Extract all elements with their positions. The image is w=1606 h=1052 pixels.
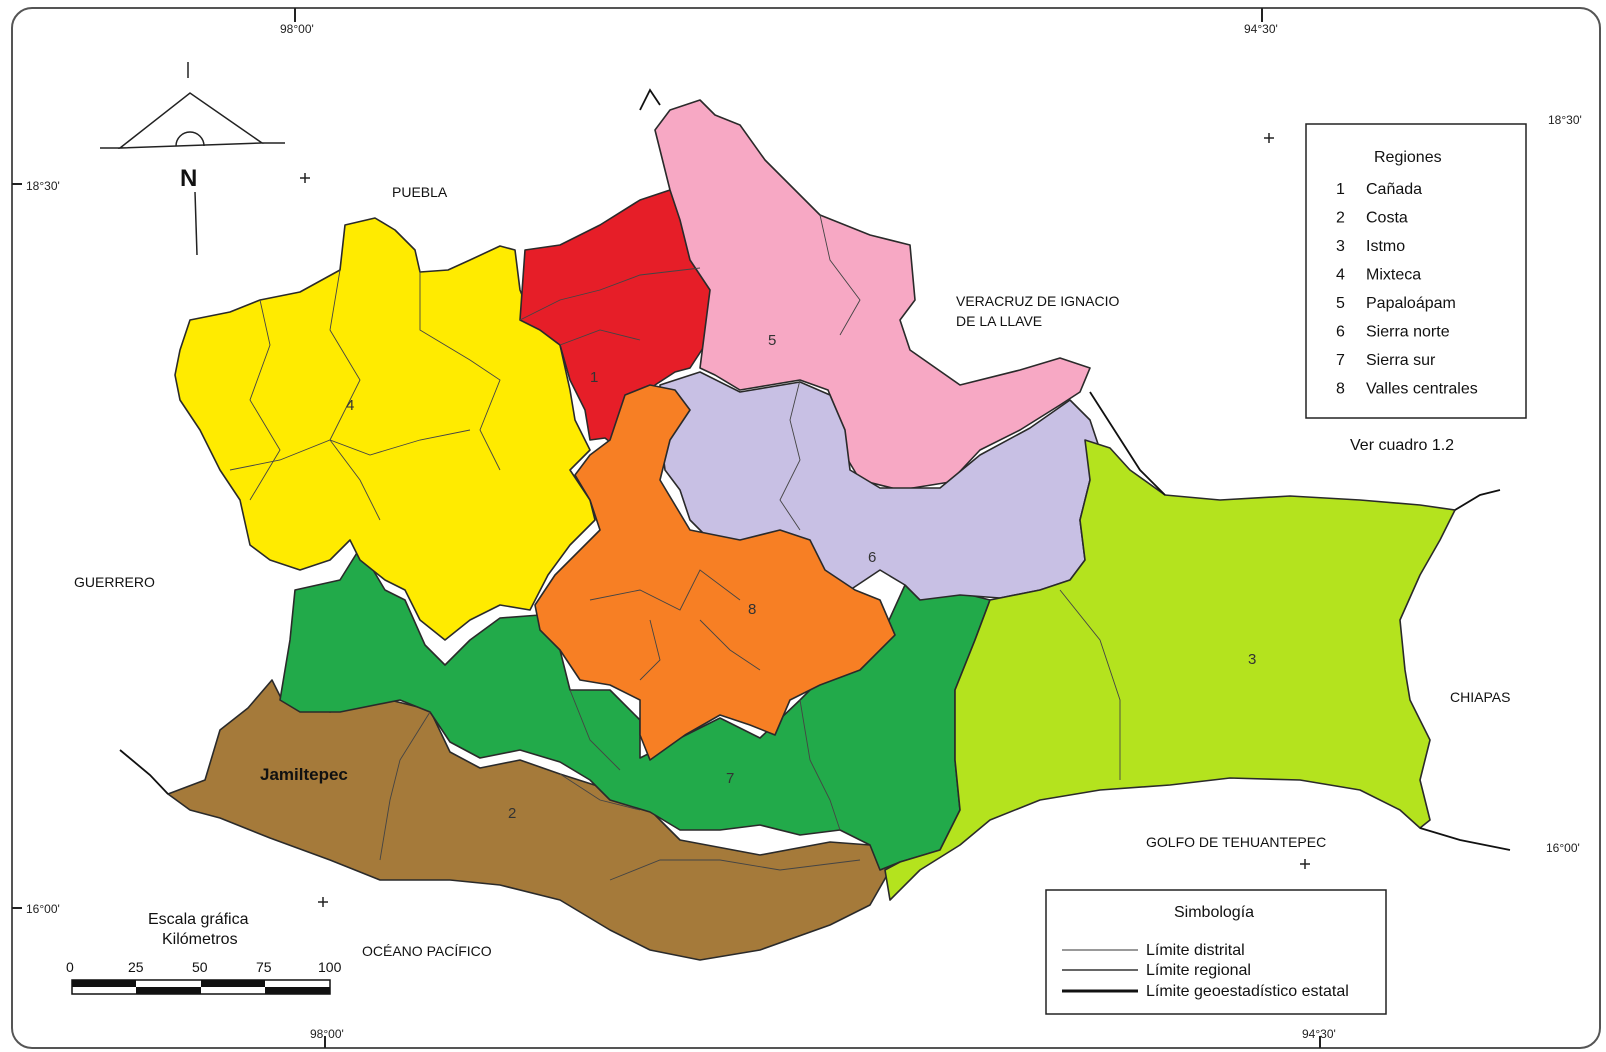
scale-tick-75: 75 bbox=[256, 959, 272, 975]
symbology-item-estatal: Límite geoestadístico estatal bbox=[1146, 983, 1349, 1000]
legend-region-name: Cañada bbox=[1366, 181, 1422, 198]
regions-layer bbox=[167, 99, 1456, 961]
region-canada bbox=[519, 189, 721, 451]
region-papaloapam bbox=[654, 99, 1091, 491]
region-number-labels: 4 1 5 6 8 3 7 2 bbox=[346, 332, 1256, 822]
region-label-6: 6 bbox=[868, 549, 876, 566]
region-label-5: 5 bbox=[768, 332, 776, 349]
region-istmo bbox=[884, 439, 1456, 901]
symbology-title: Simbología bbox=[1174, 904, 1254, 921]
region-label-2: 2 bbox=[508, 805, 516, 822]
regions-legend-note: Ver cuadro 1.2 bbox=[1350, 437, 1454, 454]
lon-label-bottom-right: 94°30' bbox=[1302, 1027, 1336, 1041]
legend-region-name: Valles centrales bbox=[1366, 381, 1478, 398]
north-label: N bbox=[180, 165, 197, 192]
jamiltepec-label: Jamiltepec bbox=[260, 765, 348, 784]
symbology-item-distrital: Límite distrital bbox=[1146, 942, 1245, 959]
scale-tick-25: 25 bbox=[128, 959, 144, 975]
scale-tick-100: 100 bbox=[318, 959, 342, 975]
lat-label-right-bottom: 16°00' bbox=[1546, 841, 1580, 855]
scale-tick-50: 50 bbox=[192, 959, 208, 975]
north-arrow-icon bbox=[100, 62, 285, 256]
scale-title: Escala gráfica bbox=[148, 911, 249, 928]
regions-legend: Regiones 1 Cañada 2 Costa 3 Istmo 4 Mixteca 5 Pap… bbox=[1305, 123, 1527, 419]
lat-label-right-top: 18°30' bbox=[1548, 113, 1582, 127]
graticule-crosses bbox=[300, 133, 1310, 907]
label-chiapas: CHIAPAS bbox=[1450, 689, 1510, 705]
lon-label-bottom-left: 98°00' bbox=[310, 1027, 344, 1041]
scale-tick-0: 0 bbox=[66, 959, 74, 975]
region-label-7: 7 bbox=[726, 770, 734, 787]
lon-label-top-right: 94°30' bbox=[1244, 22, 1278, 36]
regions-legend-title: Regiones bbox=[1374, 149, 1442, 166]
district-lines bbox=[229, 214, 1121, 881]
label-oceano-pacifico: OCÉANO PACÍFICO bbox=[362, 943, 492, 959]
legend-region-name: Sierra sur bbox=[1366, 352, 1436, 369]
lon-label-top-left: 98°00' bbox=[280, 22, 314, 36]
symbology-legend: Simbología Límite distrital Límite regio… bbox=[1045, 889, 1387, 1015]
symbology-item-regional: Límite regional bbox=[1146, 962, 1251, 979]
legend-number-6: 6 bbox=[1336, 324, 1345, 341]
region-label-3: 3 bbox=[1248, 651, 1256, 668]
label-veracruz-line2: DE LA LLAVE bbox=[956, 313, 1042, 329]
legend-number-7: 7 bbox=[1336, 352, 1345, 369]
label-guerrero: GUERRERO bbox=[74, 574, 155, 590]
graticule-ticks bbox=[12, 8, 1321, 1048]
legend-number-2: 2 bbox=[1336, 210, 1345, 227]
legend-region-name: Mixteca bbox=[1366, 267, 1421, 284]
region-mixteca bbox=[174, 217, 596, 641]
scale-bar: Escala gráfica Kilómetros 0 25 50 75 100 bbox=[66, 911, 342, 995]
region-label-4: 4 bbox=[346, 397, 354, 414]
region-label-8: 8 bbox=[748, 601, 756, 618]
label-golfo-tehuantepec: GOLFO DE TEHUANTEPEC bbox=[1146, 834, 1326, 850]
scale-unit: Kilómetros bbox=[162, 931, 238, 948]
legend-number-3: 3 bbox=[1336, 238, 1345, 255]
legend-number-8: 8 bbox=[1336, 381, 1345, 398]
region-valles-centrales bbox=[534, 384, 896, 761]
legend-number-4: 4 bbox=[1336, 267, 1345, 284]
legend-region-name: Papaloápam bbox=[1366, 295, 1456, 312]
border-lines bbox=[119, 88, 1511, 851]
legend-number-1: 1 bbox=[1336, 181, 1345, 198]
legend-number-5: 5 bbox=[1336, 295, 1345, 312]
label-puebla: PUEBLA bbox=[392, 184, 448, 200]
region-label-1: 1 bbox=[590, 369, 598, 386]
lat-label-left-top: 18°30' bbox=[26, 179, 60, 193]
legend-region-name: Sierra norte bbox=[1366, 324, 1450, 341]
legend-region-name: Costa bbox=[1366, 210, 1408, 227]
legend-region-name: Istmo bbox=[1366, 238, 1405, 255]
lat-label-left-bottom: 16°00' bbox=[26, 902, 60, 916]
label-veracruz-line1: VERACRUZ DE IGNACIO bbox=[956, 293, 1119, 309]
